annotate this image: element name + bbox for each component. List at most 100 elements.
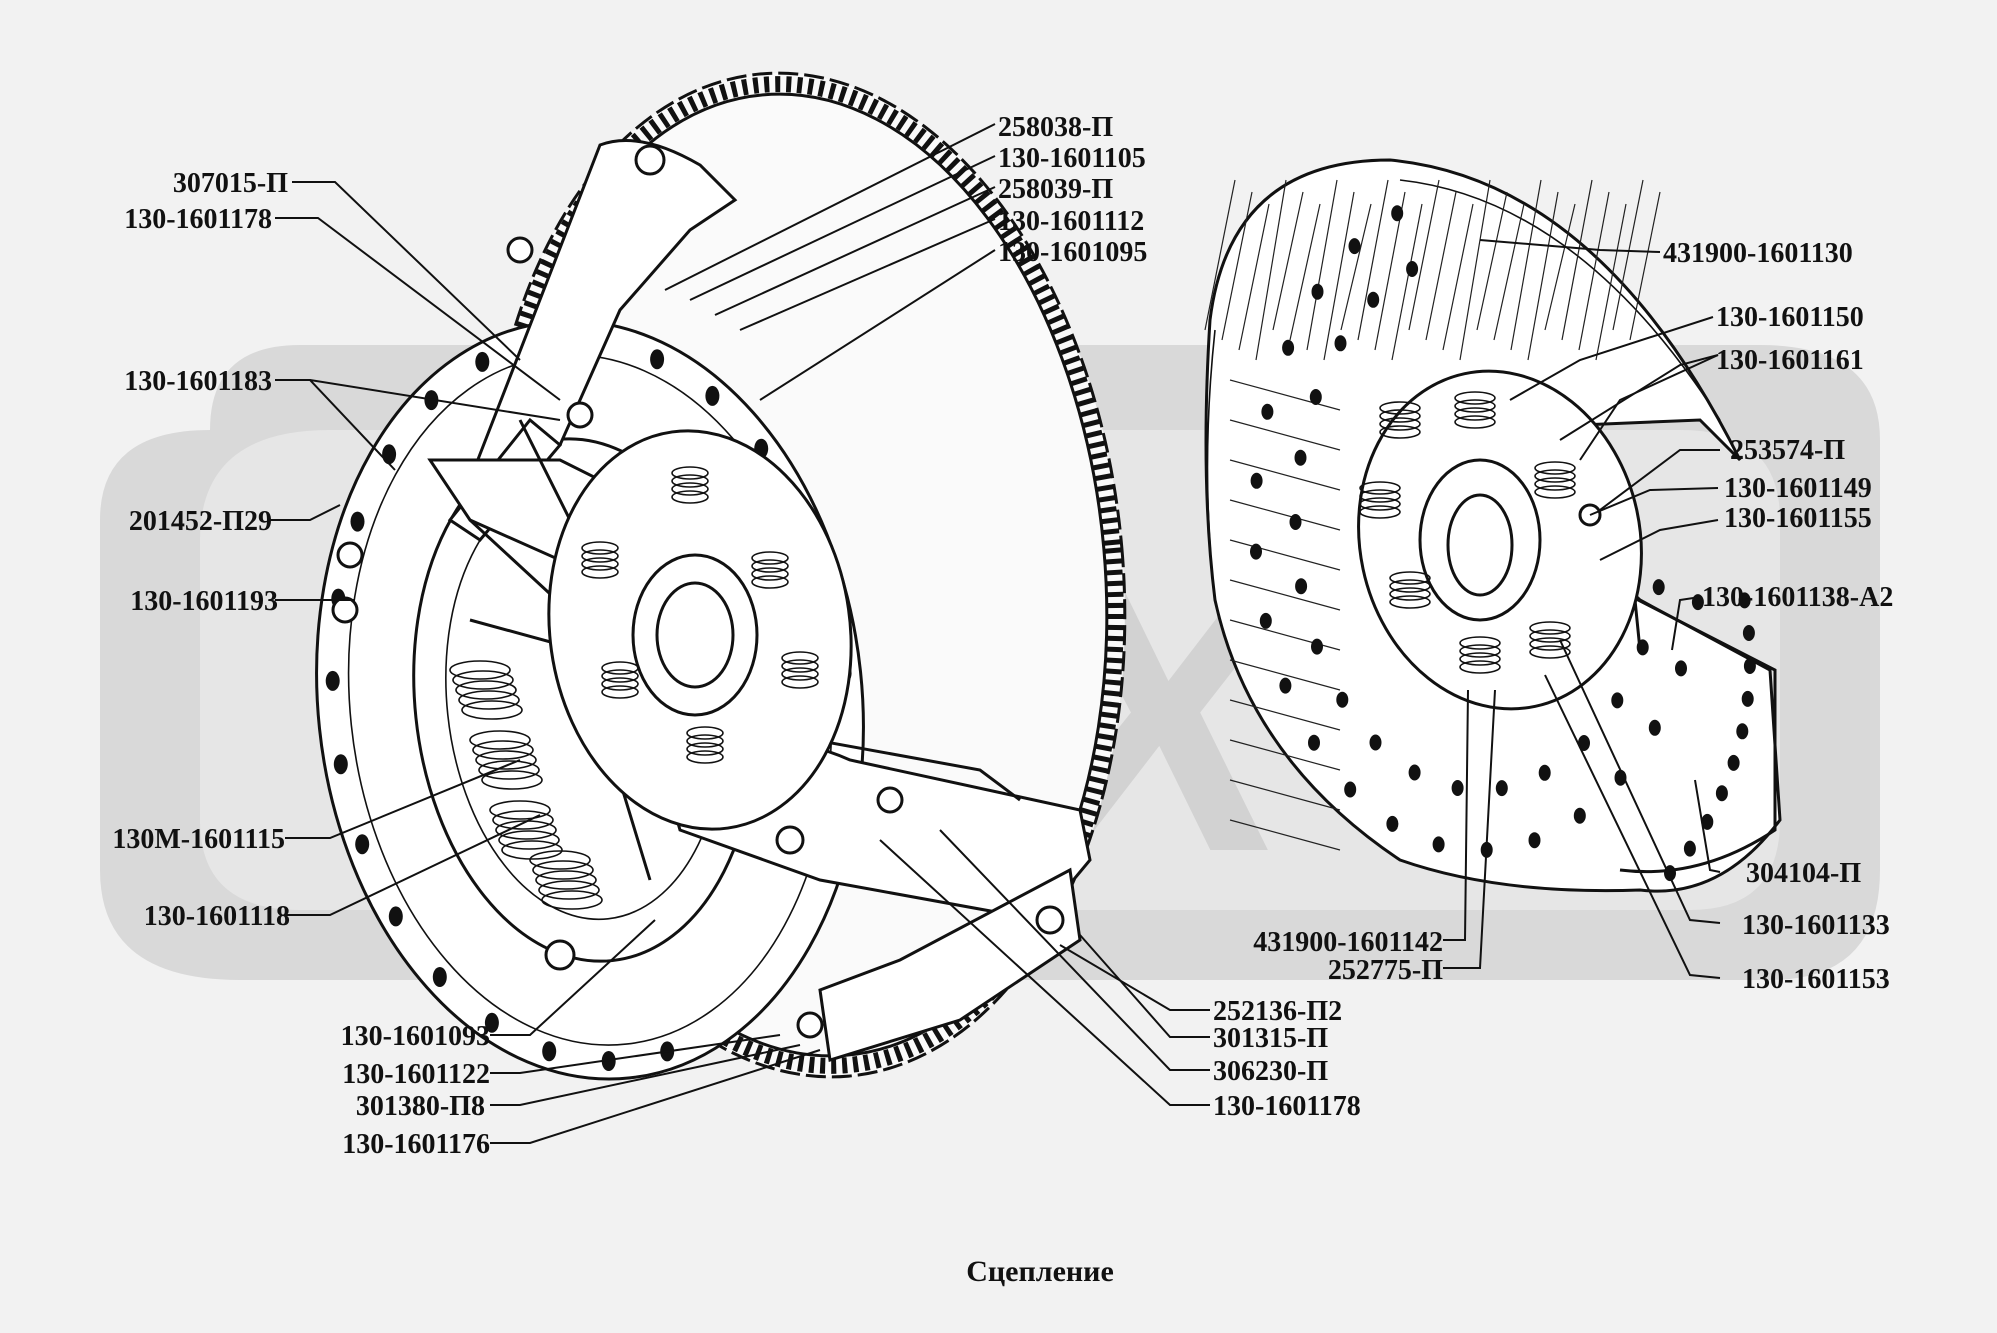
damper-spring-coil bbox=[1389, 595, 1431, 609]
lining-hatch bbox=[1272, 191, 1304, 331]
damper-spring-coil bbox=[751, 575, 789, 589]
cover-hole bbox=[432, 967, 447, 987]
disc-rivet-hole bbox=[1295, 578, 1308, 595]
disc-rivet-hole bbox=[1261, 403, 1274, 420]
pressure-spring-coil bbox=[472, 740, 534, 760]
damper-spring-coil bbox=[1379, 417, 1421, 431]
damper-spring-coil bbox=[1454, 391, 1496, 405]
damper-spring-coil bbox=[751, 559, 789, 573]
disc-rivet-hole bbox=[1741, 690, 1754, 707]
pressure-spring-coil bbox=[452, 670, 514, 690]
pressure-spring-coil bbox=[538, 880, 600, 900]
damper-spring-coil bbox=[671, 482, 709, 496]
label-130-1601112: 130-1601112 bbox=[998, 206, 1144, 237]
cover-hole bbox=[382, 444, 397, 465]
damper-spring-coil bbox=[1534, 461, 1576, 475]
pressure-spring-coil bbox=[469, 730, 531, 750]
pressure-spring-coil bbox=[455, 680, 517, 700]
lining-hatch bbox=[1527, 191, 1559, 361]
damper-spring-coil bbox=[581, 541, 619, 555]
label-306230-p: 306230-П bbox=[1213, 1056, 1328, 1087]
label-130-1601095: 130-1601095 bbox=[998, 237, 1147, 268]
label-130-1601178-bottom: 130-1601178 bbox=[1213, 1091, 1361, 1122]
label-130-1601176: 130-1601176 bbox=[342, 1129, 490, 1160]
disc-rivet-hole bbox=[1538, 764, 1551, 781]
damper-spring-coil bbox=[581, 549, 619, 563]
cover-hole bbox=[484, 1012, 499, 1033]
cover-hole bbox=[350, 511, 365, 532]
disc-rivet-hole bbox=[1308, 734, 1320, 751]
lining-hatch bbox=[1229, 459, 1341, 491]
lining-hatch bbox=[1357, 179, 1389, 341]
label-130m-1601115: 130М-1601115 bbox=[112, 824, 285, 855]
pressure-spring-coil bbox=[461, 700, 523, 720]
pressure-spring-coil bbox=[449, 660, 511, 680]
lining-hatch bbox=[1595, 203, 1627, 361]
label-253574-p: 253574-П bbox=[1730, 435, 1845, 466]
damper-spring-coil bbox=[1379, 401, 1421, 415]
disc-rivet-hole bbox=[1369, 734, 1382, 751]
damper-spring-coil bbox=[1454, 399, 1496, 413]
disc-rivet-hole bbox=[1282, 339, 1295, 356]
disc-rivet-hole bbox=[1701, 813, 1714, 830]
diagram-caption: Сцепление bbox=[966, 1255, 1114, 1288]
damper-spring-coil bbox=[1459, 636, 1501, 650]
pressure-plate-hub bbox=[547, 429, 853, 831]
lining-hatch bbox=[1459, 179, 1491, 361]
damper-spring-coil bbox=[671, 466, 709, 480]
damper-spring-coil bbox=[1529, 637, 1571, 651]
disc-rivet-hole bbox=[1250, 472, 1263, 489]
label-301315-p: 301315-П bbox=[1213, 1023, 1328, 1054]
damper-spring-coil bbox=[1359, 497, 1401, 511]
cover-hole bbox=[388, 906, 403, 927]
disc-rivet-hole bbox=[1391, 205, 1404, 222]
disc-rivet-hole bbox=[1408, 764, 1421, 781]
disc-rivet-hole bbox=[1743, 658, 1756, 674]
damper-spring-coil bbox=[781, 659, 819, 673]
lining-hatch bbox=[1229, 739, 1341, 771]
damper-spring-coil bbox=[1359, 481, 1401, 495]
label-431900-1601130: 431900-1601130 bbox=[1663, 238, 1853, 269]
label-130-1601153: 130-1601153 bbox=[1742, 964, 1890, 995]
damper-spring-coil bbox=[751, 551, 789, 565]
disc-rivet-hole bbox=[1652, 579, 1665, 596]
disc-rivet-hole bbox=[1334, 335, 1347, 352]
pressure-spring-coil bbox=[481, 770, 543, 790]
pressure-spring-coil bbox=[478, 760, 540, 780]
cover-hole bbox=[333, 754, 348, 775]
damper-spring-coil bbox=[686, 734, 724, 748]
damper-spring-coil bbox=[581, 565, 619, 579]
damper-spring-coil bbox=[1454, 407, 1496, 421]
lining-hatch bbox=[1340, 203, 1372, 331]
cover-hole bbox=[650, 349, 665, 370]
pressure-spring-coil bbox=[541, 890, 603, 910]
pressure-spring-coil bbox=[501, 840, 563, 860]
damper-spring-coil bbox=[601, 661, 639, 675]
pressure-spring-coil bbox=[529, 850, 591, 870]
lining-hatch bbox=[1255, 179, 1287, 361]
cover-hole bbox=[542, 1041, 557, 1062]
disc-rivet-hole bbox=[1578, 735, 1590, 751]
damper-spring-coil bbox=[601, 685, 639, 699]
cover-hole bbox=[475, 351, 490, 372]
disc-rivet-hole bbox=[1367, 291, 1380, 308]
disc-rivet-hole bbox=[1289, 514, 1302, 530]
label-130-1601138-a2: 130-1601138-А2 bbox=[1702, 582, 1893, 613]
label-130-1601122: 130-1601122 bbox=[342, 1059, 490, 1090]
damper-spring-coil bbox=[1459, 652, 1501, 666]
pressure-spring-coil bbox=[492, 810, 554, 830]
damper-spring-coil bbox=[601, 669, 639, 683]
label-431900-1601142: 431900-1601142 bbox=[1253, 927, 1443, 958]
damper-spring-coil bbox=[1529, 629, 1571, 643]
disc-rivet-hole bbox=[1738, 592, 1751, 609]
damper-spring-coil bbox=[686, 742, 724, 756]
disc-rivet-hole bbox=[1336, 691, 1349, 708]
lining-hatch bbox=[1408, 179, 1440, 331]
pressure-spring-coil bbox=[532, 860, 594, 880]
disc-rivet-hole bbox=[1715, 785, 1728, 802]
damper-spring-coil bbox=[1379, 409, 1421, 423]
damper-spring-coil bbox=[1389, 587, 1431, 601]
cover-hole bbox=[355, 834, 370, 855]
label-258039-p: 258039-П bbox=[998, 174, 1113, 205]
